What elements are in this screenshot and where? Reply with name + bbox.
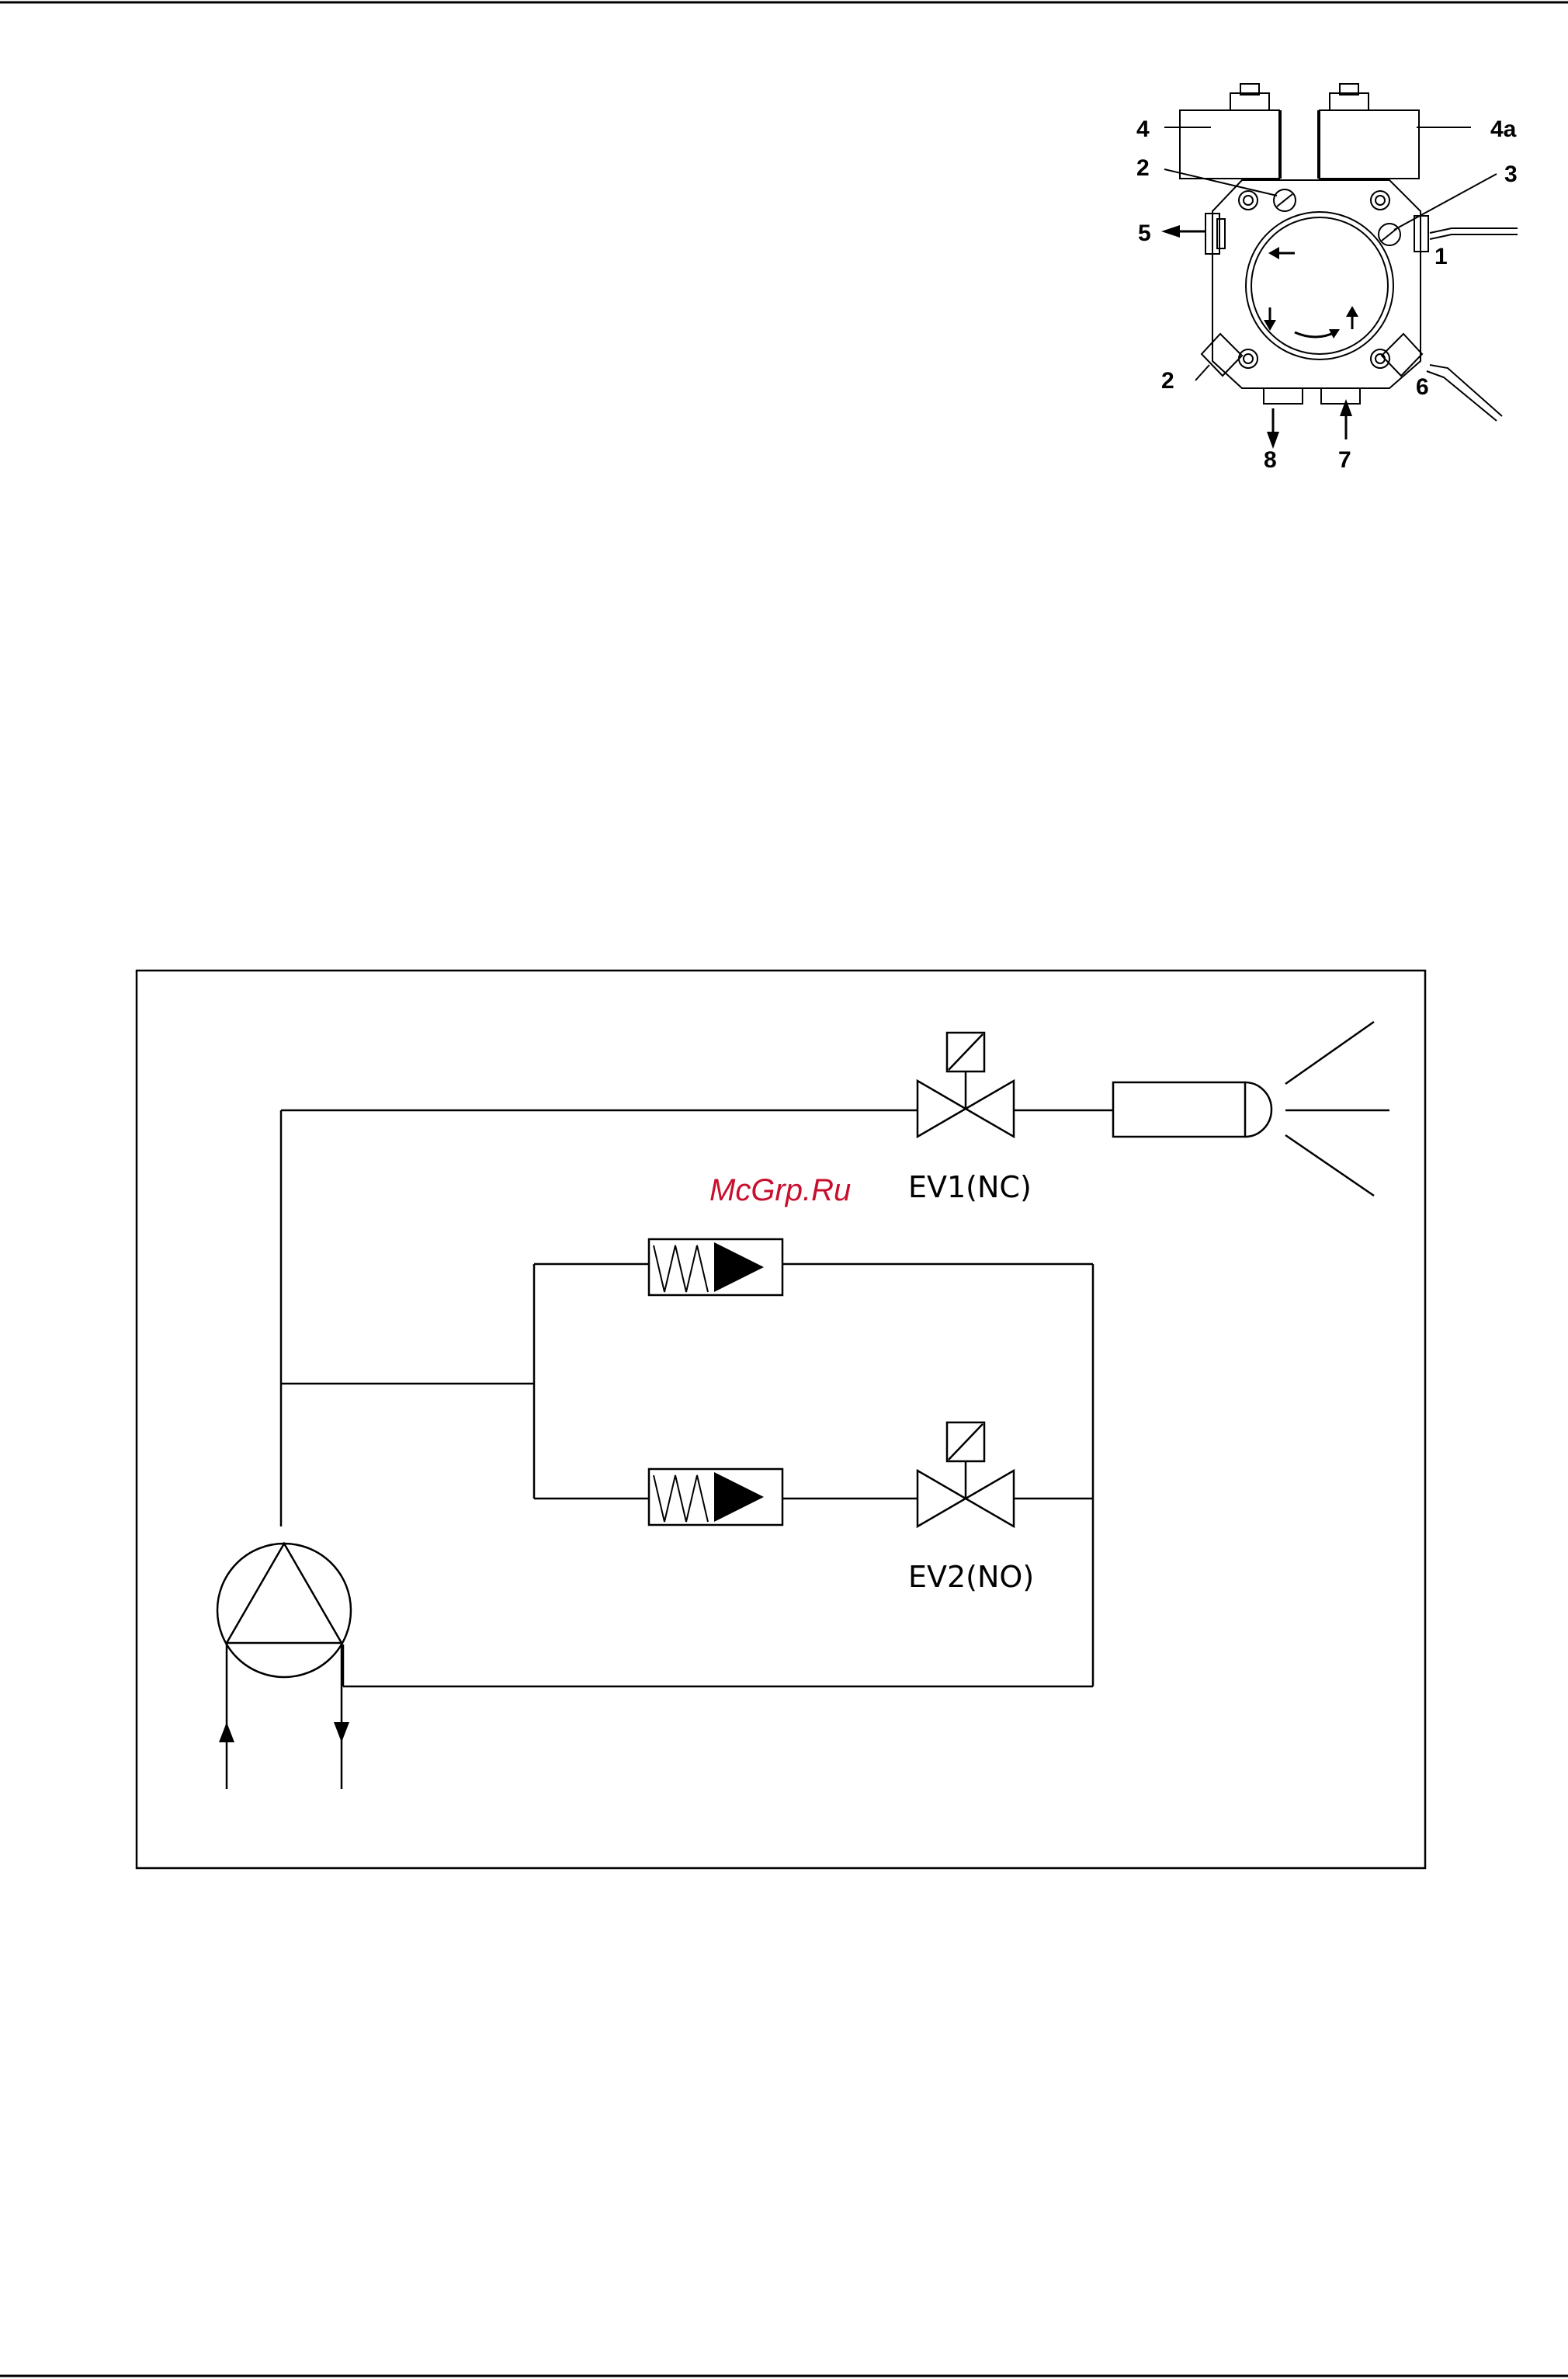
schematic-frame [137,971,1425,1868]
label-3: 3 [1504,161,1518,187]
label-7: 7 [1338,447,1351,473]
suction-arrow [219,1722,234,1742]
solenoid-valve-ev2 [918,1422,1014,1526]
pump-symbol [217,1544,351,1677]
label-4: 4 [1136,116,1150,142]
pressure-regulator-lower [649,1469,782,1525]
label-2-top: 2 [1136,155,1150,181]
label-4a: 4a [1490,116,1517,142]
label-ev1: EV1(NC) [908,1170,1032,1204]
solenoid-coil-left [1180,84,1281,179]
nozzle-symbol [1113,1022,1389,1196]
label-2-bottom: 2 [1161,368,1174,394]
watermark: McGrp.Ru [709,1173,851,1207]
label-6: 6 [1416,374,1429,400]
pump-body [1202,180,1428,404]
label-ev2: EV2(NO) [908,1560,1034,1594]
label-5: 5 [1138,221,1151,246]
hydraulic-schematic: EV1(NC) EV2(NO) McGrp.Ru [137,971,1425,1868]
label-1: 1 [1434,244,1448,269]
pump-figure: 4 4a 2 3 5 1 2 6 8 7 [1136,84,1518,473]
label-8: 8 [1264,447,1277,473]
solenoid-valve-ev1 [918,1033,1014,1137]
pressure-regulator-upper [649,1239,782,1295]
solenoid-coil-right [1318,84,1419,179]
return-arrow [334,1722,349,1742]
